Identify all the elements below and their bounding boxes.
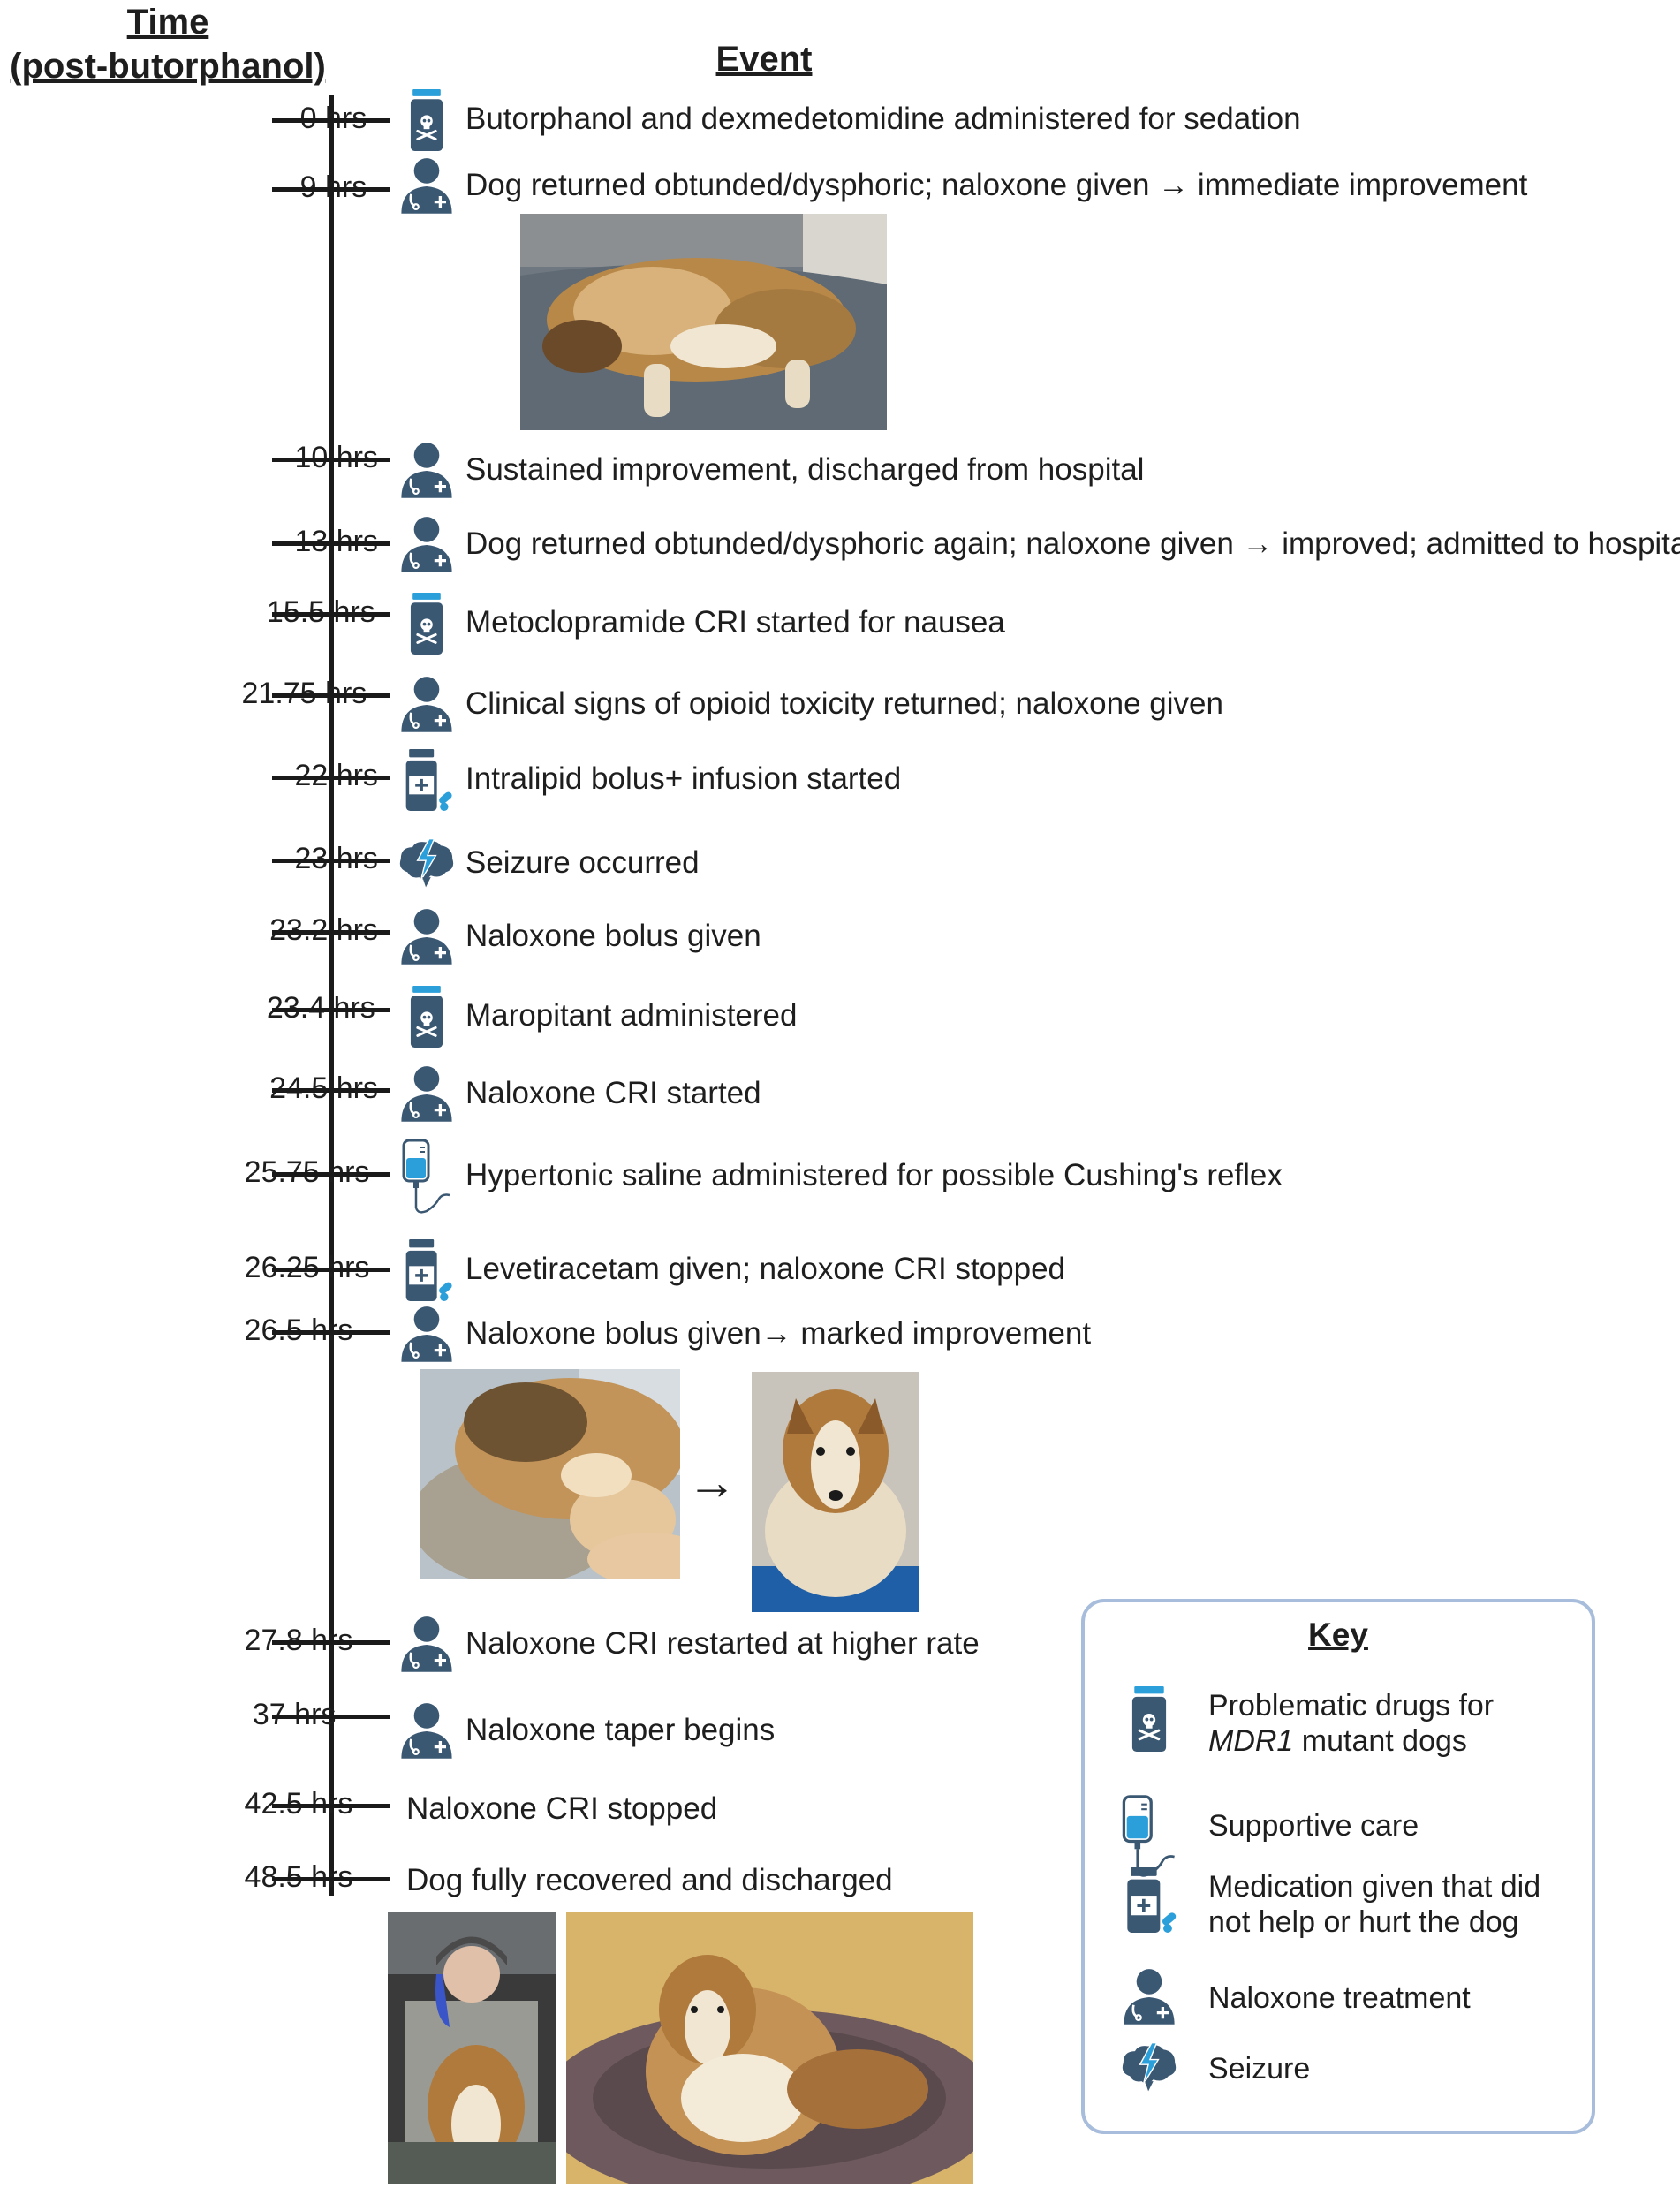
timeline-event-text: Maropitant administered bbox=[465, 998, 798, 1033]
time-header: Time (post-butorphanol) bbox=[0, 0, 336, 88]
key-label: Naloxone treatment bbox=[1208, 1981, 1471, 2015]
timeline-tick bbox=[272, 776, 390, 781]
timeline-event-text: Intralipid bolus+ infusion started bbox=[465, 761, 902, 797]
doctor-icon bbox=[397, 1064, 456, 1125]
key-label: Supportive care bbox=[1208, 1809, 1419, 1843]
timeline-tick bbox=[272, 858, 390, 863]
timeline-event-text: Naloxone bolus given→ marked improvement bbox=[465, 1316, 1092, 1351]
key-title: Key bbox=[1308, 1616, 1368, 1653]
photo-dog-lying-on-bed bbox=[520, 214, 887, 430]
key-doctor-icon bbox=[1120, 1965, 1178, 2030]
timeline-tick bbox=[272, 187, 390, 193]
photo-owner-with-dog bbox=[388, 1912, 556, 2184]
timeline-axis bbox=[329, 95, 334, 1896]
timeline-event-text: Dog returned obtunded/dysphoric; naloxon… bbox=[465, 167, 1528, 202]
bottle-pill-icon bbox=[397, 1239, 456, 1302]
timeline-event-text: Sustained improvement, discharged from h… bbox=[465, 451, 1145, 487]
timeline-tick bbox=[272, 1008, 390, 1013]
bottle-pill-icon bbox=[397, 749, 456, 812]
skull-bottle-icon bbox=[397, 592, 456, 655]
key-label: Seizure bbox=[1208, 2052, 1311, 2086]
timeline-tick bbox=[272, 1639, 390, 1645]
doctor-icon bbox=[397, 1614, 456, 1676]
timeline-event-text: Dog fully recovered and discharged bbox=[406, 1862, 893, 1897]
timeline-tick bbox=[272, 693, 390, 698]
timeline-event-text: Levetiracetam given; naloxone CRI stoppe… bbox=[465, 1252, 1066, 1287]
time-header-line1: Time bbox=[126, 3, 209, 42]
timeline-event-text: Naloxone CRI restarted at higher rate bbox=[465, 1625, 980, 1661]
timeline-tick bbox=[272, 1171, 390, 1177]
timeline-tick bbox=[272, 1267, 390, 1272]
key-bottle-pill-icon bbox=[1120, 1867, 1178, 1933]
doctor-icon bbox=[397, 1700, 456, 1762]
timeline-event-text: Naloxone taper begins bbox=[465, 1713, 776, 1748]
doctor-icon bbox=[397, 1304, 456, 1366]
timeline-event-text: Naloxone bolus given bbox=[465, 918, 761, 953]
skull-bottle-icon bbox=[397, 89, 456, 152]
doctor-icon bbox=[397, 514, 456, 576]
skull-bottle-icon bbox=[397, 986, 456, 1049]
key-iv-bag-icon bbox=[1120, 1792, 1178, 1881]
timeline-event-text: Naloxone CRI stopped bbox=[406, 1791, 718, 1826]
timeline-event-text: Clinical signs of opioid toxicity return… bbox=[465, 685, 1223, 721]
iv-bag-icon bbox=[397, 1137, 456, 1216]
time-header-line2: (post-butorphanol) bbox=[10, 47, 326, 86]
timeline-tick bbox=[272, 1876, 390, 1881]
timeline-tick bbox=[272, 1087, 390, 1093]
timeline-tick bbox=[272, 1330, 390, 1336]
photo-dog-recovered bbox=[566, 1912, 973, 2184]
photo-arrow: → bbox=[687, 1454, 737, 1510]
timeline-tick bbox=[272, 611, 390, 617]
key-skull-bottle-icon bbox=[1120, 1686, 1178, 1752]
timeline-event-text: Butorphanol and dexmedetomidine administ… bbox=[465, 102, 1301, 137]
timeline-tick bbox=[272, 541, 390, 547]
doctor-icon bbox=[397, 674, 456, 736]
timeline-event-text: Seizure occurred bbox=[465, 845, 700, 881]
timeline-event-text: Naloxone CRI started bbox=[465, 1075, 761, 1110]
timeline-tick bbox=[272, 1804, 390, 1809]
doctor-icon bbox=[397, 440, 456, 502]
doctor-icon bbox=[397, 906, 456, 968]
timeline-tick bbox=[272, 458, 390, 463]
timeline-event-text: Hypertonic saline administered for possi… bbox=[465, 1158, 1283, 1193]
photo-dog-improved bbox=[752, 1372, 919, 1612]
key-brain-lightning-icon bbox=[1120, 2035, 1178, 2101]
event-header: Event bbox=[715, 40, 813, 79]
doctor-icon bbox=[397, 155, 456, 217]
timeline-tick bbox=[272, 1714, 390, 1719]
timeline-event-text: Dog returned obtunded/dysphoric again; n… bbox=[465, 526, 1680, 561]
timeline-tick bbox=[272, 929, 390, 935]
brain-lightning-icon bbox=[397, 833, 456, 895]
photo-dog-sedated bbox=[420, 1369, 680, 1579]
timeline-event-text: Metoclopramide CRI started for nausea bbox=[465, 604, 1005, 640]
timeline-tick bbox=[272, 118, 390, 124]
